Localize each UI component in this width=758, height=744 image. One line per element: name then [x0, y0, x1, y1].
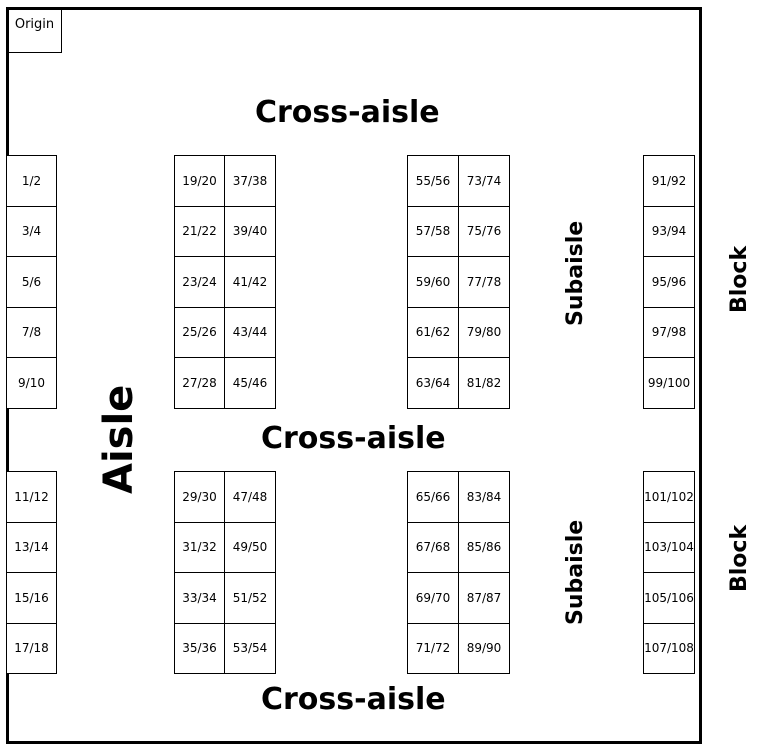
- rack-cell: 13/14: [6, 521, 57, 573]
- rack-cell: 63/64: [407, 357, 459, 409]
- rack-cell: 5/6: [6, 256, 57, 308]
- aisle-label: Aisle: [96, 384, 142, 494]
- rack-cell: 67/68: [407, 521, 459, 573]
- rack-cell: 31/32: [174, 521, 225, 573]
- rack-cell: 19/20: [174, 155, 225, 207]
- subaisle-upper-label: Subaisle: [563, 220, 588, 326]
- rack-cell: 39/40: [224, 205, 276, 257]
- rack-cell: 9/10: [6, 357, 57, 409]
- subaisle-lower-label: Subaisle: [563, 519, 588, 625]
- cross-aisle-bottom-label: Cross-aisle: [261, 682, 446, 717]
- rack-cell: 11/12: [6, 471, 57, 523]
- rack-cell: 7/8: [6, 306, 57, 358]
- rack-cell: 81/82: [458, 357, 510, 409]
- rack-cell: 65/66: [407, 471, 459, 523]
- rack-cell: 49/50: [224, 521, 276, 573]
- rack-cell: 85/86: [458, 521, 510, 573]
- rack-cell: 55/56: [407, 155, 459, 207]
- rack-cell: 97/98: [643, 306, 695, 358]
- rack-cell: 3/4: [6, 205, 57, 257]
- origin-box: Origin: [7, 8, 62, 53]
- cross-aisle-middle-label: Cross-aisle: [261, 421, 446, 456]
- rack-cell: 57/58: [407, 205, 459, 257]
- rack-cell: 25/26: [174, 306, 225, 358]
- rack-cell: 51/52: [224, 572, 276, 624]
- rack-cell: 29/30: [174, 471, 225, 523]
- rack-cell: 83/84: [458, 471, 510, 523]
- block-upper-label: Block: [727, 245, 752, 313]
- rack-cell: 59/60: [407, 256, 459, 308]
- rack-cell: 75/76: [458, 205, 510, 257]
- rack-cell: 21/22: [174, 205, 225, 257]
- rack-cell: 91/92: [643, 155, 695, 207]
- rack-cell: 41/42: [224, 256, 276, 308]
- block-lower-label: Block: [727, 524, 752, 592]
- rack-cell: 71/72: [407, 622, 459, 674]
- rack-cell: 69/70: [407, 572, 459, 624]
- rack-cell: 73/74: [458, 155, 510, 207]
- rack-cell: 27/28: [174, 357, 225, 409]
- rack-cell: 107/108: [643, 622, 695, 674]
- rack-cell: 61/62: [407, 306, 459, 358]
- rack-cell: 101/102: [643, 471, 695, 523]
- rack-cell: 17/18: [6, 622, 57, 674]
- rack-cell: 1/2: [6, 155, 57, 207]
- cross-aisle-top-label: Cross-aisle: [255, 95, 440, 130]
- rack-cell: 23/24: [174, 256, 225, 308]
- rack-cell: 105/106: [643, 572, 695, 624]
- rack-cell: 89/90: [458, 622, 510, 674]
- rack-cell: 95/96: [643, 256, 695, 308]
- rack-cell: 87/87: [458, 572, 510, 624]
- rack-cell: 77/78: [458, 256, 510, 308]
- rack-cell: 33/34: [174, 572, 225, 624]
- rack-cell: 99/100: [643, 357, 695, 409]
- rack-cell: 93/94: [643, 205, 695, 257]
- rack-cell: 103/104: [643, 521, 695, 573]
- rack-cell: 15/16: [6, 572, 57, 624]
- rack-cell: 43/44: [224, 306, 276, 358]
- rack-cell: 45/46: [224, 357, 276, 409]
- rack-cell: 37/38: [224, 155, 276, 207]
- rack-cell: 79/80: [458, 306, 510, 358]
- rack-cell: 53/54: [224, 622, 276, 674]
- rack-cell: 35/36: [174, 622, 225, 674]
- rack-cell: 47/48: [224, 471, 276, 523]
